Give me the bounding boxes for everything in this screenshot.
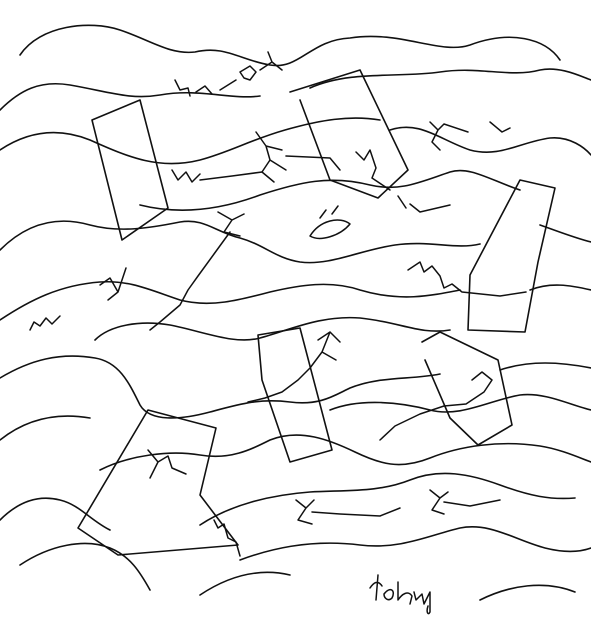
rower-figure (171, 169, 263, 183)
rower-figure (147, 449, 187, 479)
rowers (29, 51, 527, 557)
wave-line (0, 220, 481, 264)
wave-line (539, 224, 591, 243)
fish-shape (309, 205, 351, 240)
raft-shape (289, 69, 409, 199)
rower-figure (247, 331, 341, 403)
raft-shape (421, 331, 513, 446)
rower-figure (429, 121, 511, 151)
wave-line (199, 571, 291, 596)
wave-line (94, 316, 451, 341)
wave-line (0, 497, 111, 531)
raft-shape (467, 179, 556, 333)
rower-figure (99, 267, 127, 301)
wave-line (199, 472, 576, 526)
wave-line (0, 82, 261, 111)
raft-shape (91, 99, 169, 241)
wave-lines (0, 24, 591, 601)
rafts (77, 69, 556, 556)
wave-line (19, 24, 561, 67)
wave-line (309, 68, 591, 89)
hull-crenels (29, 315, 61, 331)
wave-line (0, 117, 381, 165)
wave-line (0, 280, 461, 321)
wave-line (139, 169, 521, 211)
wave-line (329, 393, 591, 413)
hull-crenels (213, 519, 241, 557)
rower-figure (429, 489, 501, 515)
wave-line (0, 355, 441, 419)
wave-line (389, 126, 591, 156)
rower-figure (407, 261, 527, 297)
wave-line (0, 415, 91, 441)
wave-line (19, 542, 151, 591)
wave-line (479, 584, 576, 601)
rower-figure (355, 149, 451, 213)
wave-line (239, 526, 591, 561)
rower-figure (174, 51, 283, 97)
signature-mark (369, 574, 431, 615)
wave-line (499, 362, 591, 371)
wave-line (99, 434, 591, 471)
raft-shape (77, 409, 239, 556)
rower-figure (255, 131, 341, 183)
raft-shape (257, 327, 333, 463)
rower-figure (379, 371, 493, 441)
rower-figure (295, 499, 401, 525)
rower-figure (149, 211, 245, 331)
wave-line (529, 284, 591, 291)
